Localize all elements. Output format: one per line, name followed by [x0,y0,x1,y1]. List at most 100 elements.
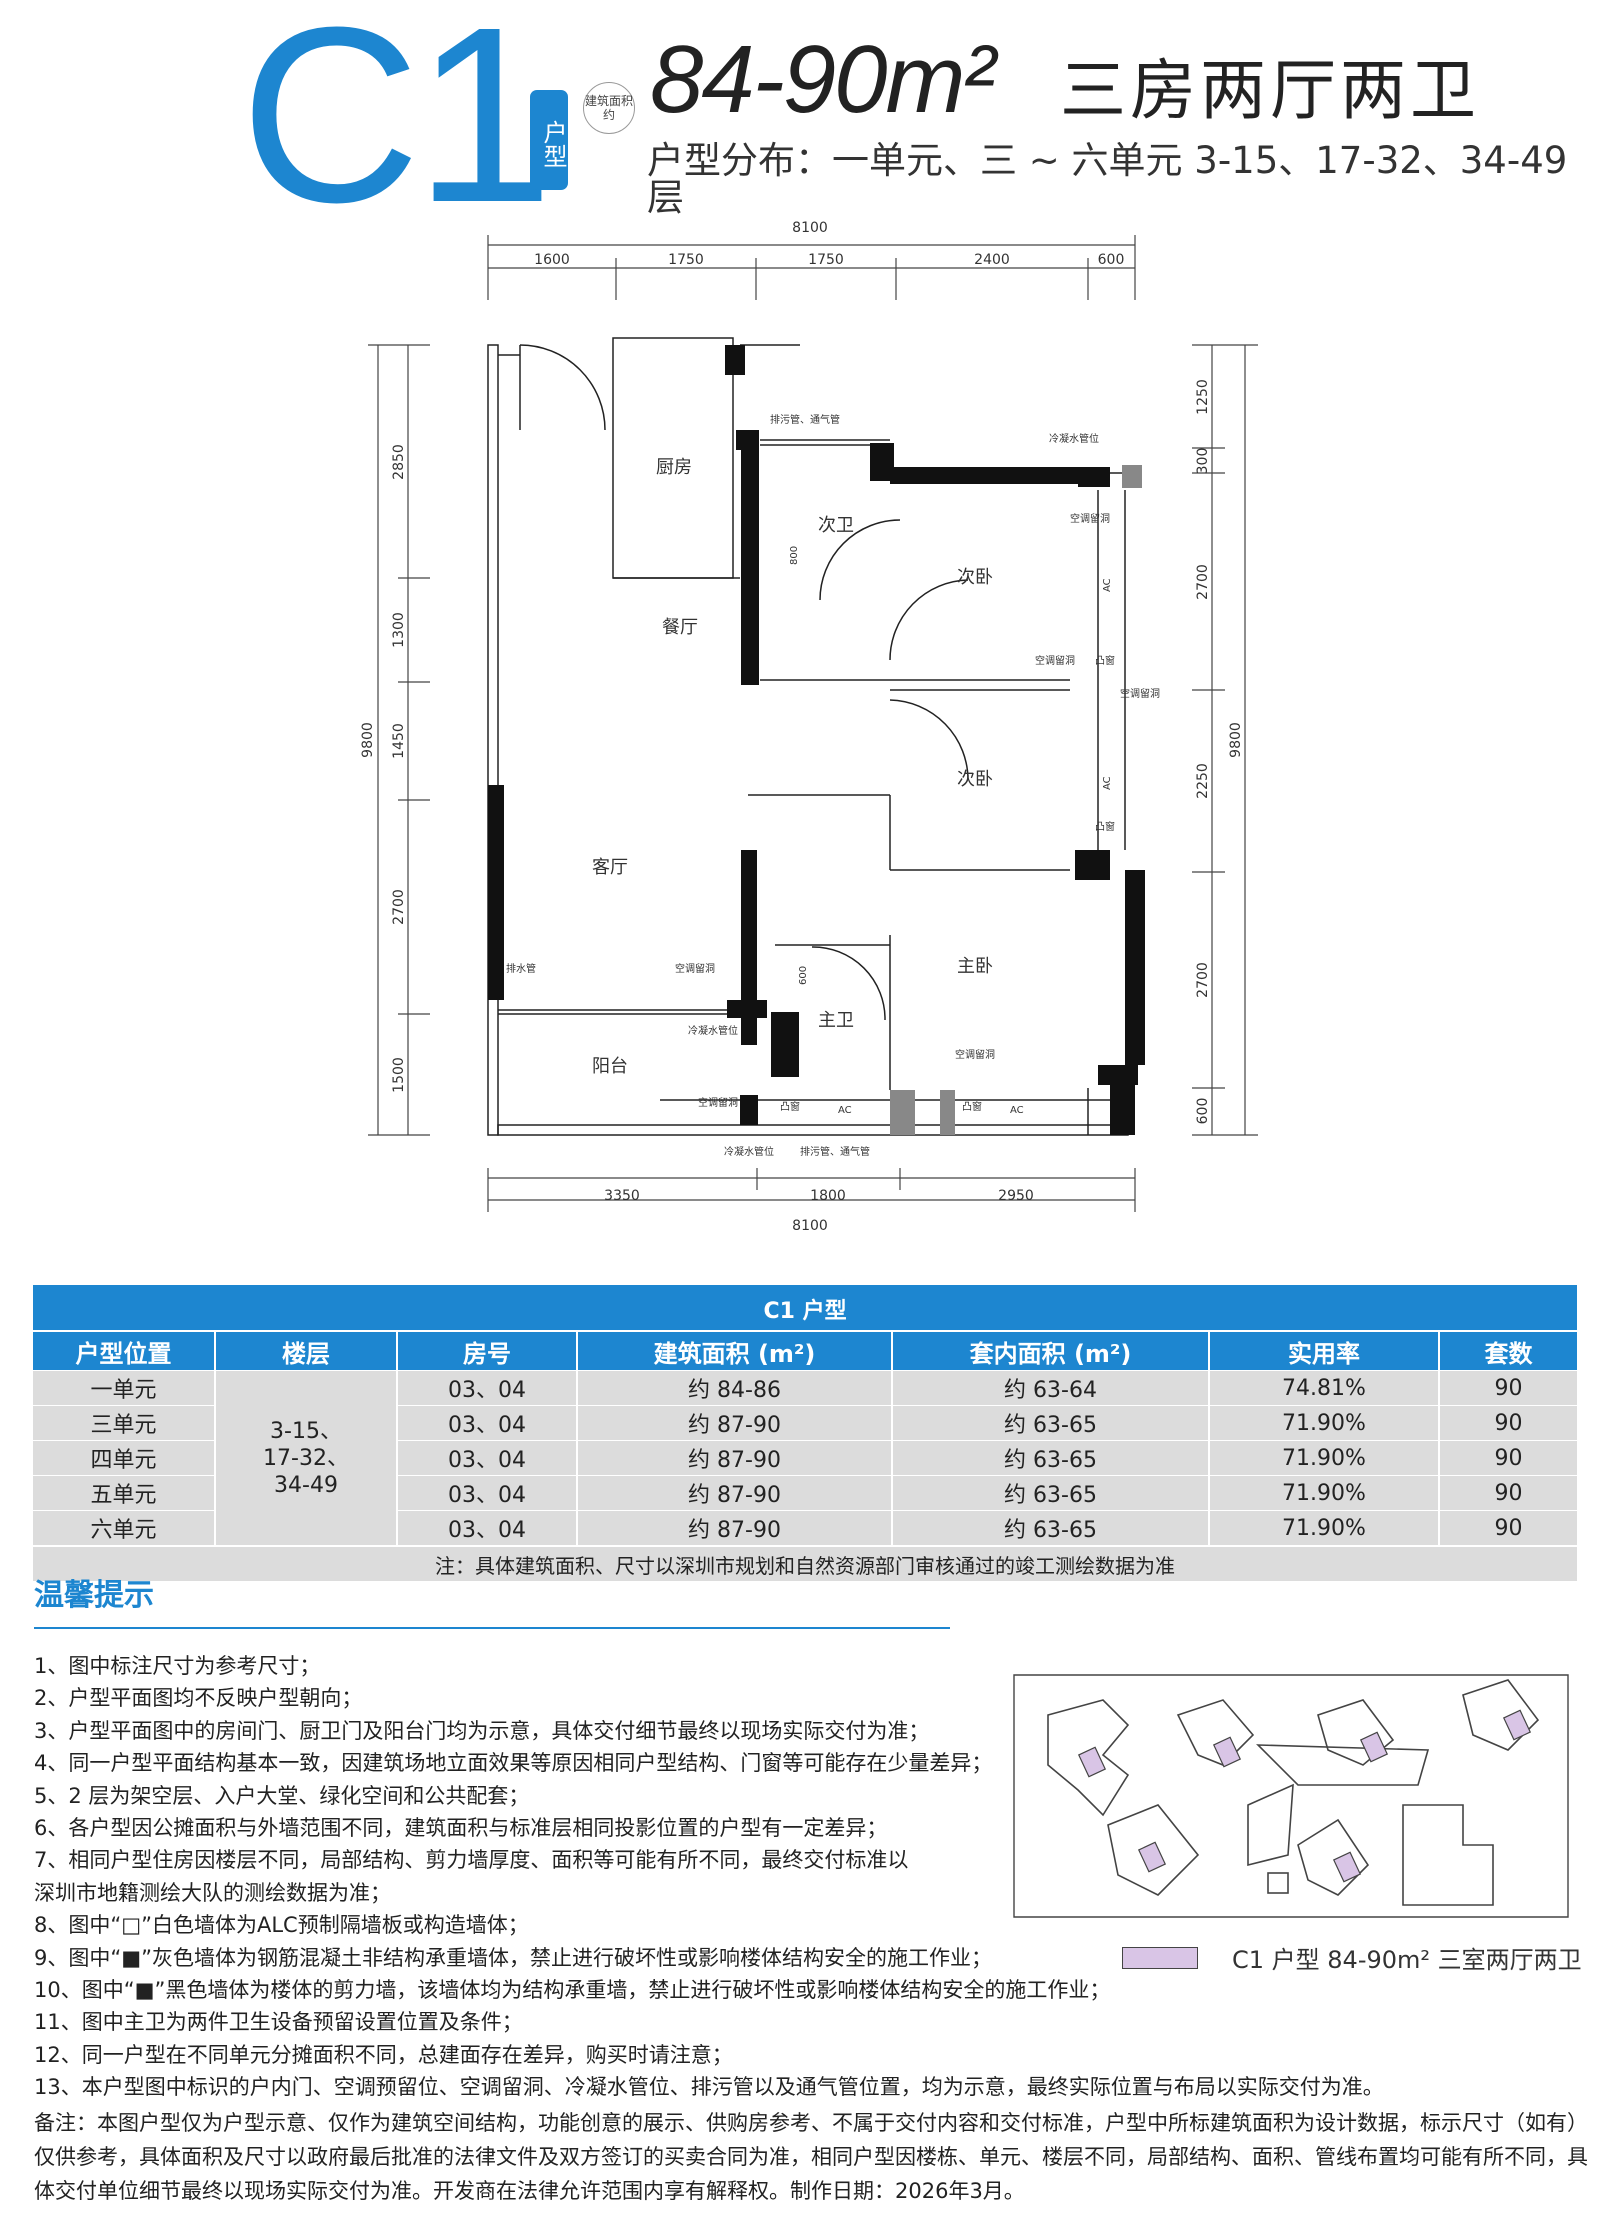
table-row: 五单元 03、04 约 87-90 约 63-65 71.90% 90 [33,1475,1578,1511]
tip-item: 深圳市地籍测绘大队的测绘数据为准； [34,1880,391,1905]
site-plan [1013,1674,1569,1918]
dim-right: 1250 [1195,379,1211,415]
cell-inner: 约 63-65 [891,1510,1209,1546]
cell-ratio: 74.81% [1208,1370,1439,1406]
label-ac: AC [838,1105,852,1116]
table-row: 一单元 3-15、 17-32、 34-49 03、04 约 84-86 约 6… [33,1370,1578,1546]
cell-unit: 四单元 [33,1440,215,1476]
dim-left: 1450 [391,723,407,759]
room-second-bath: 次卫 [818,515,854,536]
cell-gfa: 约 87-90 [576,1405,892,1441]
label-ac-hole: 空调留洞 [1035,654,1075,667]
label-ac-hole: 空调留洞 [698,1096,738,1109]
table-note: 注：具体建筑面积、尺寸以深圳市规划和自然资源部门审核通过的竣工测绘数据为准 [33,1545,1578,1581]
cell-inner: 约 63-65 [891,1440,1209,1476]
building-outline [1247,1783,1294,1867]
building-outline [1267,1872,1289,1894]
cell-floor: 3-15、 17-32、 34-49 [214,1370,397,1546]
label-sewage-vent-top: 排污管、通气管 [770,413,840,426]
dim-bottom-total: 8100 [792,1218,828,1230]
floor-line: 34-49 [274,1472,338,1498]
cell-unit: 五单元 [33,1475,215,1511]
tip-item: 13、本户型图中标识的户内门、空调预留位、空调留洞、冷凝水管位、排污管以及通气管… [34,2075,1384,2100]
cell-count: 90 [1437,1475,1578,1511]
table-row: 三单元 03、04 约 87-90 约 63-65 71.90% 90 [33,1405,1578,1441]
tips-title: 温馨提示 [34,1578,154,1613]
tip-item: 3、户型平面图中的房间门、厨卫门及阳台门均为示意，具体交付细节最终以现场实际交付… [34,1718,930,1743]
area-range: 84-90m² [650,26,995,133]
table-header: 实用率 [1208,1330,1439,1371]
label-ac: AC [1102,776,1113,790]
table-header: 建筑面积 (m²) [576,1330,892,1371]
table-title: C1 户型 [33,1285,1578,1331]
cell-count: 90 [1437,1370,1578,1406]
cell-ratio: 71.90% [1208,1440,1439,1476]
dim-right: 600 [1195,1098,1211,1125]
tip-item: 2、户型平面图均不反映户型朝向； [34,1686,363,1711]
table-header: 套内面积 (m²) [891,1330,1209,1371]
unit-code: C1 [240,0,554,254]
unit-info-table: C1 户型 户型位置 楼层 房号 建筑面积 (m²) 套内面积 (m²) 实用率… [33,1285,1578,1581]
building-outline [1107,1804,1200,1896]
label-dim-600: 600 [798,966,809,985]
dim-right: 2700 [1195,564,1211,600]
tip-item: 12、同一户型在不同单元分摊面积不同，总建面存在差异，购买时请注意； [34,2042,733,2067]
table-header: 楼层 [214,1330,397,1371]
cell-ratio: 71.90% [1208,1475,1439,1511]
dim-right: 300 [1195,448,1211,475]
label-condensate-bottom: 冷凝水管位 [724,1145,774,1158]
label-sewage-vent-bottom: 排污管、通气管 [800,1145,870,1158]
label-ac-hole: 空调留洞 [1070,512,1110,525]
label-platform: 凸窗 [1095,654,1115,667]
tips-divider [34,1627,950,1629]
cell-gfa: 约 87-90 [576,1510,892,1546]
dim-top: 1750 [808,252,844,268]
tip-item: 9、图中“■”灰色墙体为钢筋混凝土非结构承重墙体，禁止进行破坏性或影响楼体结构安… [34,1945,992,1970]
label-platform: 凸窗 [962,1100,982,1113]
cell-count: 90 [1437,1440,1578,1476]
building-outline [1402,1804,1494,1906]
label-platform: 凸窗 [1095,820,1115,833]
tip-item: 11、图中主卫为两件卫生设备预留设置位置及条件； [34,2010,523,2035]
dim-left: 1300 [391,612,407,648]
dim-top-total: 8100 [792,220,828,236]
cell-count: 90 [1437,1510,1578,1546]
dimension-lines-bottom [487,1168,1136,1212]
label-condensate-mid: 冷凝水管位 [688,1024,738,1037]
cell-gfa: 约 84-86 [576,1370,892,1406]
cell-unit: 一单元 [33,1370,215,1406]
tip-item: 6、各户型因公摊面积与外墙范围不同，建筑面积与标准层相同投影位置的户型有一定差异… [34,1816,888,1841]
tips-list: 1、图中标注尺寸为参考尺寸； 2、户型平面图均不反映户型朝向； 3、户型平面图中… [34,1650,1384,2104]
tip-item: 1、图中标注尺寸为参考尺寸； [34,1654,321,1678]
dim-top: 2400 [974,252,1010,268]
table-header: 房号 [396,1330,577,1371]
room-master-bath: 主卫 [818,1010,854,1031]
legend-label: C1 户型 84-90m² 三室两厅两卫 [1232,1946,1582,1974]
label-ac-hole: 空调留洞 [955,1048,995,1061]
label-platform: 凸窗 [780,1100,800,1113]
building-outline [1047,1699,1130,1817]
room-master-bedroom: 主卧 [957,956,993,977]
dim-top: 600 [1098,252,1125,268]
building-outline [1297,1818,1370,1896]
cell-inner: 约 63-65 [891,1405,1209,1441]
dimension-lines-top [487,235,1136,300]
gross-area-approx-tag: 建筑面积约 [583,82,635,134]
legend-swatch [1122,1947,1198,1969]
dim-bottom: 3350 [604,1188,640,1204]
cell-unit: 三单元 [33,1405,215,1441]
floor-plan: 8100 1600 1750 1750 2400 600 3350 1800 2… [360,220,1258,1230]
building-outline [1462,1679,1540,1751]
dim-left: 2700 [391,889,407,925]
dim-right-total: 9800 [1228,722,1244,758]
tip-item: 8、图中“□”白色墙体为ALC预制隔墙板或构造墙体； [34,1913,529,1938]
label-condensate-top: 冷凝水管位 [1049,432,1099,445]
label-dim-800: 800 [789,546,800,565]
table-row: 六单元 03、04 约 87-90 约 63-65 71.90% 90 [33,1510,1578,1546]
c1-unit-marks [1077,1709,1532,1883]
cell-room: 03、04 [396,1440,577,1476]
cell-unit: 六单元 [33,1510,215,1546]
building-outline [1256,1744,1430,1786]
table-header: 套数 [1437,1330,1578,1371]
table-row: 四单元 03、04 约 87-90 约 63-65 71.90% 90 [33,1440,1578,1476]
